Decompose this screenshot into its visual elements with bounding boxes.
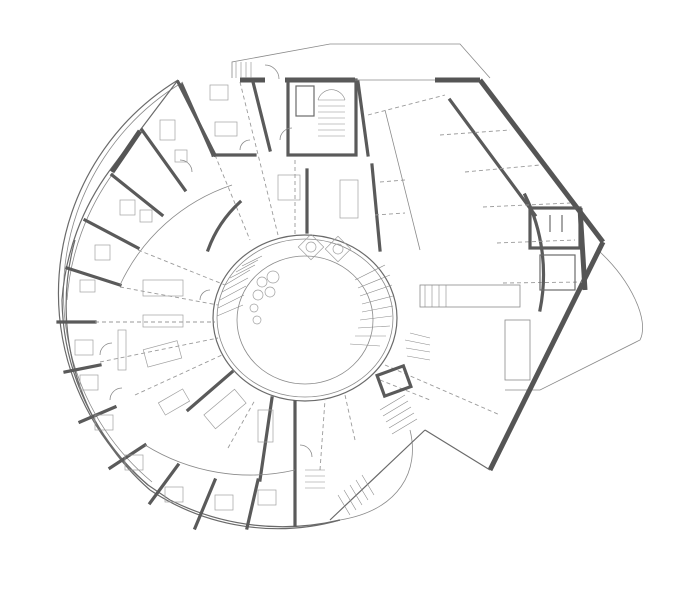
stair-to-lower [379, 394, 418, 435]
open-hall-east [355, 77, 606, 472]
central-atrium [212, 233, 398, 402]
door-swings [99, 127, 313, 458]
outer-facade [57, 79, 341, 530]
entrance-stairs-south [305, 429, 426, 521]
stair-core-north [179, 62, 358, 158]
main-stair [375, 284, 531, 435]
plants [249, 270, 280, 325]
atrium-stair-east [349, 264, 394, 347]
wc-block-east [528, 206, 588, 291]
glass-partitions [95, 81, 501, 471]
inner-stair-south [305, 469, 325, 489]
atrium-stair-west [216, 255, 263, 317]
cafe-tables [297, 233, 352, 263]
meeting-room-north [277, 163, 382, 252]
office-furniture [74, 84, 277, 511]
site-outline [231, 43, 643, 521]
corridor-arcs [119, 184, 296, 476]
exterior-steps-north [235, 62, 252, 78]
spiral-stair-small [404, 332, 431, 361]
